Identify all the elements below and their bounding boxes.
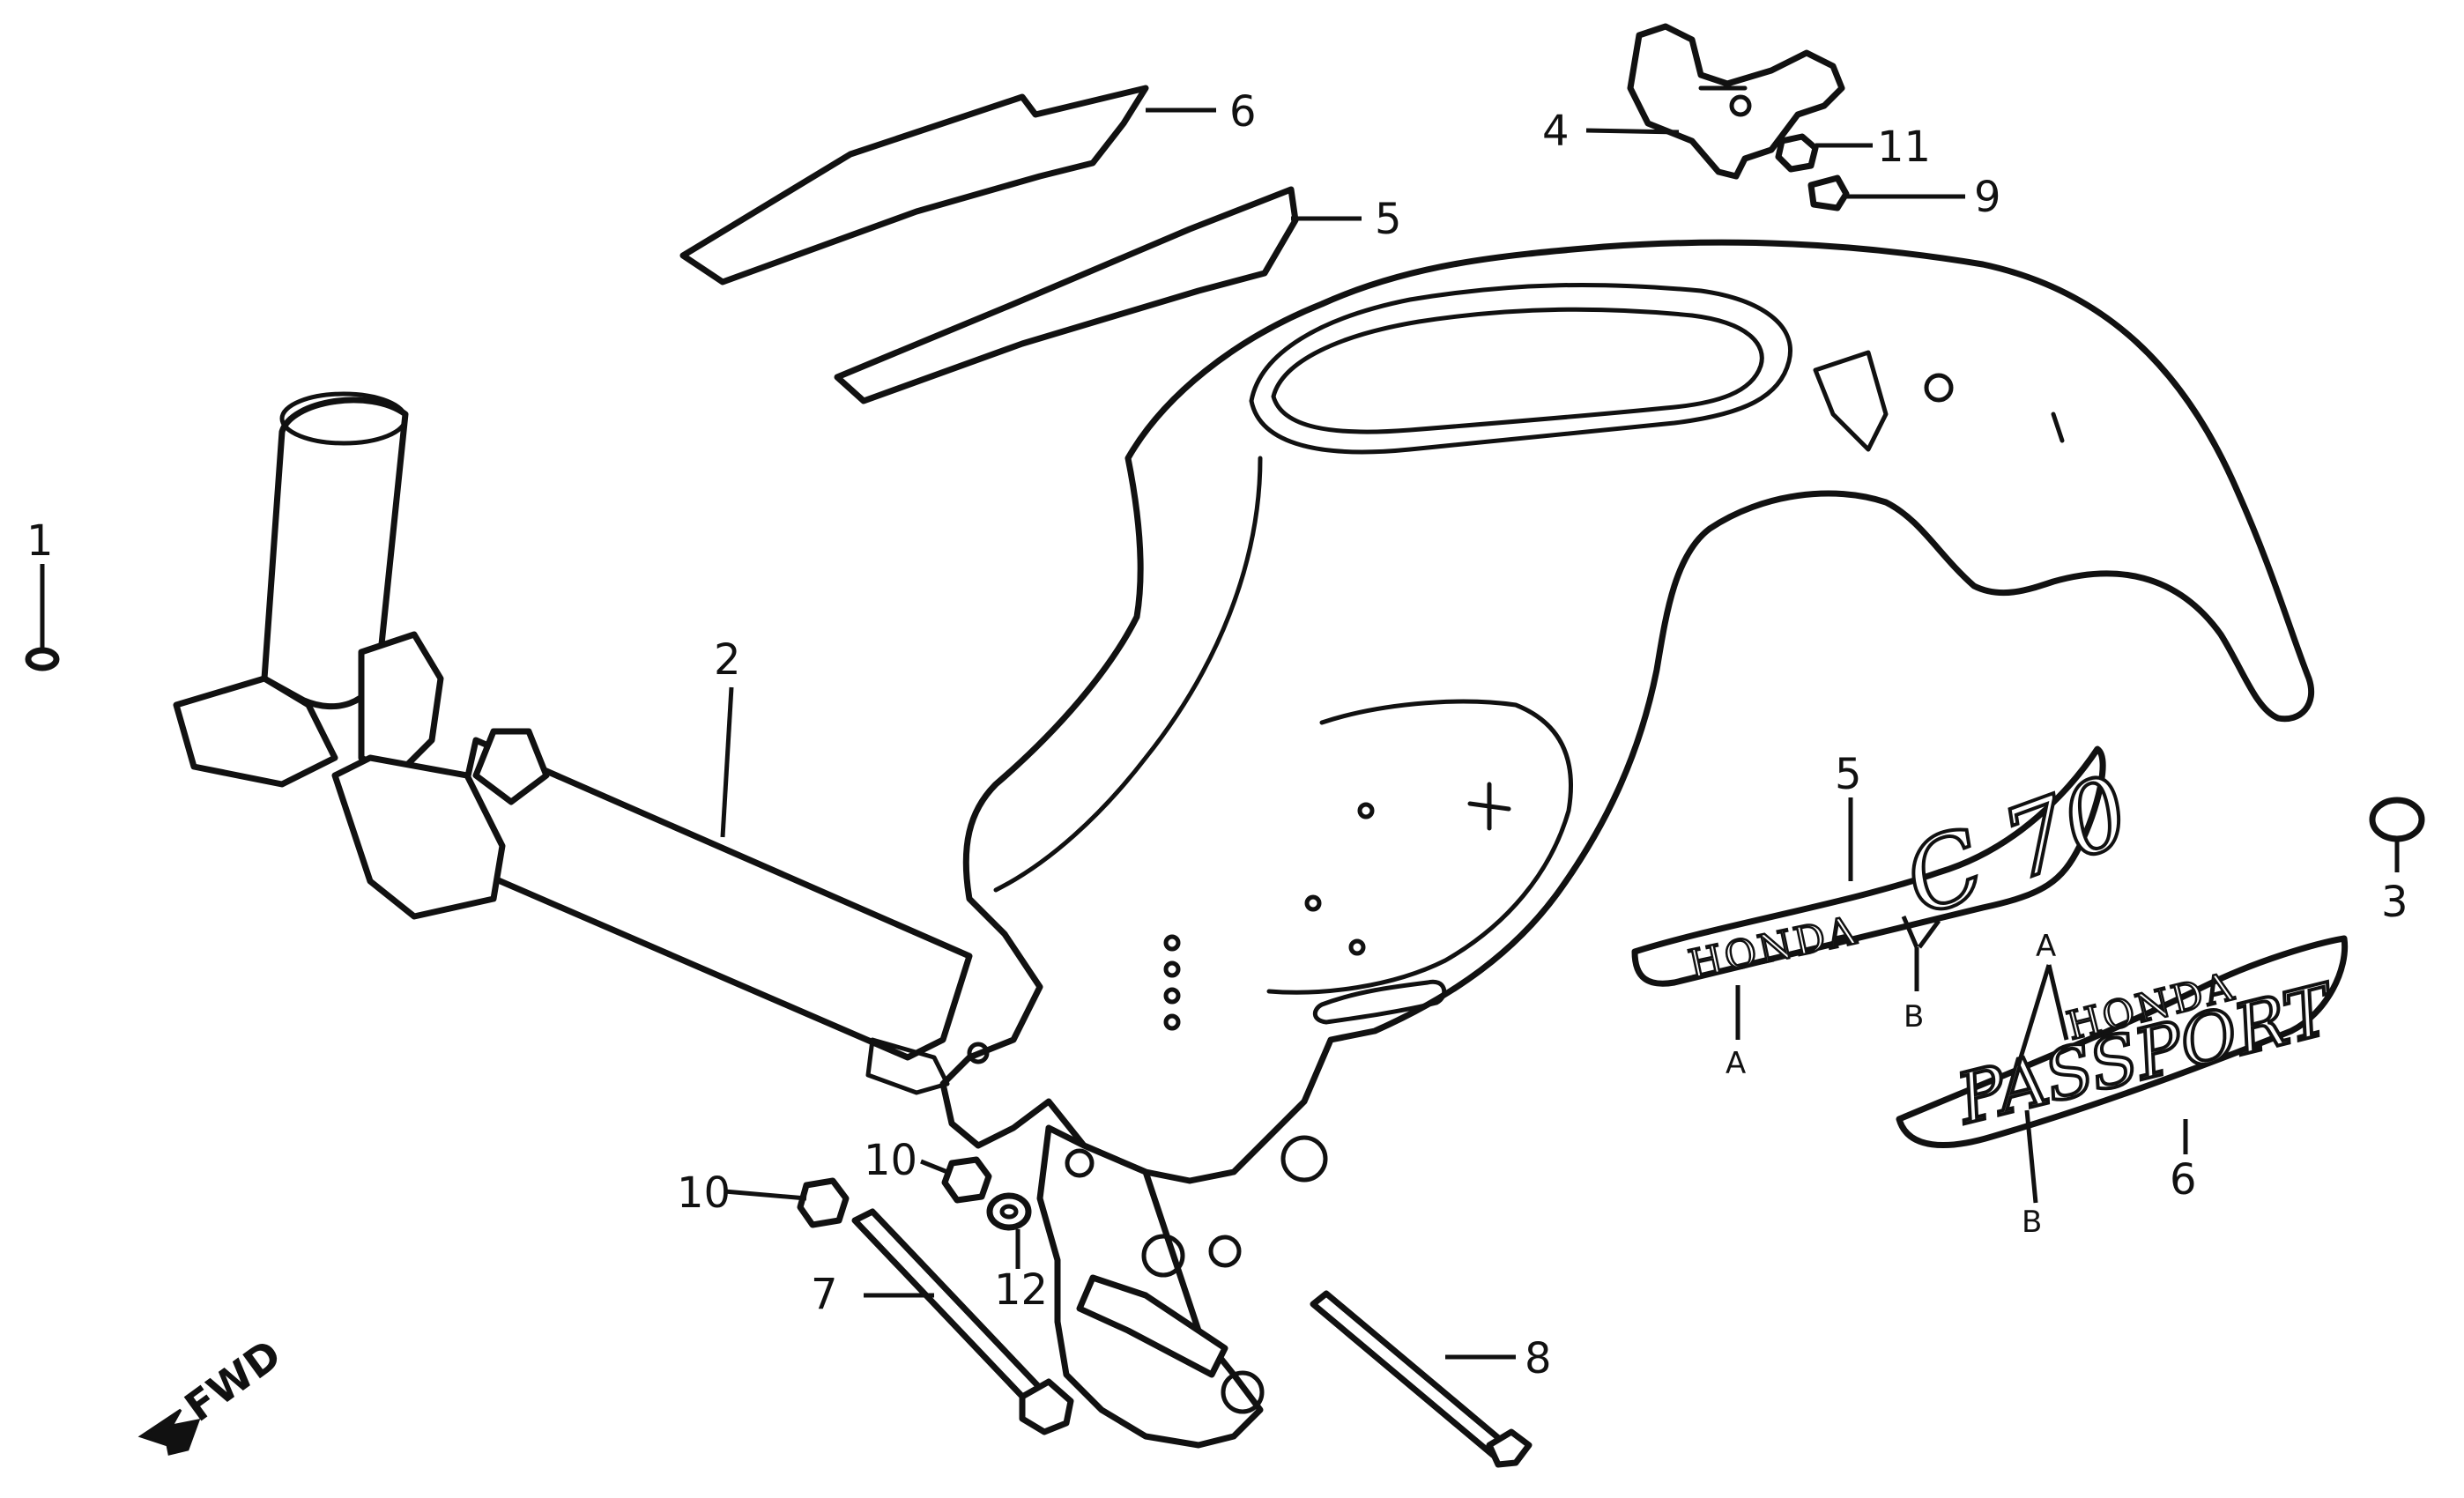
frame-down-tube	[173, 391, 990, 1095]
callout-2: 2	[714, 635, 741, 685]
rubber-cap	[2369, 797, 2425, 842]
callout-labels: 1 2 3 4 6 5 5 6 7 8 9 10 10 11 12	[26, 87, 2408, 1383]
callout-10-right: 10	[864, 1136, 917, 1185]
seat-hinge-bracket	[1627, 23, 1845, 180]
callout-5-top: 5	[1375, 195, 1402, 244]
callout-10-left: 10	[677, 1168, 731, 1218]
engine-bolt-right	[1310, 1290, 1533, 1468]
point-label-passport-a: A	[2036, 929, 2056, 964]
engine-bolt-left	[851, 1208, 1074, 1435]
emblem-passport: HONDA PASSPORT	[1896, 935, 2349, 1148]
callout-7: 7	[811, 1270, 838, 1319]
fwd-label: FWD	[176, 1330, 290, 1430]
callout-9: 9	[1974, 173, 2001, 222]
clip-part-1	[25, 647, 60, 671]
bolt-small	[1807, 174, 1850, 211]
callout-8: 8	[1525, 1334, 1552, 1383]
nut-10-right	[941, 1156, 992, 1204]
callout-11: 11	[1877, 122, 1931, 172]
point-label-c70-a: A	[1726, 1046, 1746, 1081]
callout-4: 4	[1542, 107, 1570, 156]
emblem-c70: HONDA C 70	[1631, 745, 2145, 989]
floor-mat-upper	[679, 85, 1149, 286]
callout-1: 1	[26, 516, 54, 566]
frame-body	[939, 239, 2315, 1449]
callout-12: 12	[994, 1265, 1048, 1315]
fwd-marker: FWD	[137, 1330, 290, 1456]
arrow-down-left-icon	[137, 1408, 201, 1456]
nut-small	[1775, 133, 1819, 173]
emblem-point-labels: A B A B	[1726, 929, 2056, 1240]
callout-5-emblem: 5	[1835, 750, 1862, 799]
callout-6-emblem: 6	[2170, 1155, 2197, 1205]
floor-mat-lower	[834, 186, 1299, 404]
point-label-c70-b: B	[1904, 999, 1924, 1035]
leader-lines	[40, 108, 2400, 1360]
nut-10-left	[797, 1177, 850, 1228]
callout-6-top: 6	[1229, 87, 1257, 137]
callout-3: 3	[2381, 878, 2408, 927]
point-label-passport-b: B	[2022, 1205, 2042, 1240]
washer-12	[986, 1192, 1032, 1231]
emblem-c70-model: C 70	[1890, 754, 2143, 938]
